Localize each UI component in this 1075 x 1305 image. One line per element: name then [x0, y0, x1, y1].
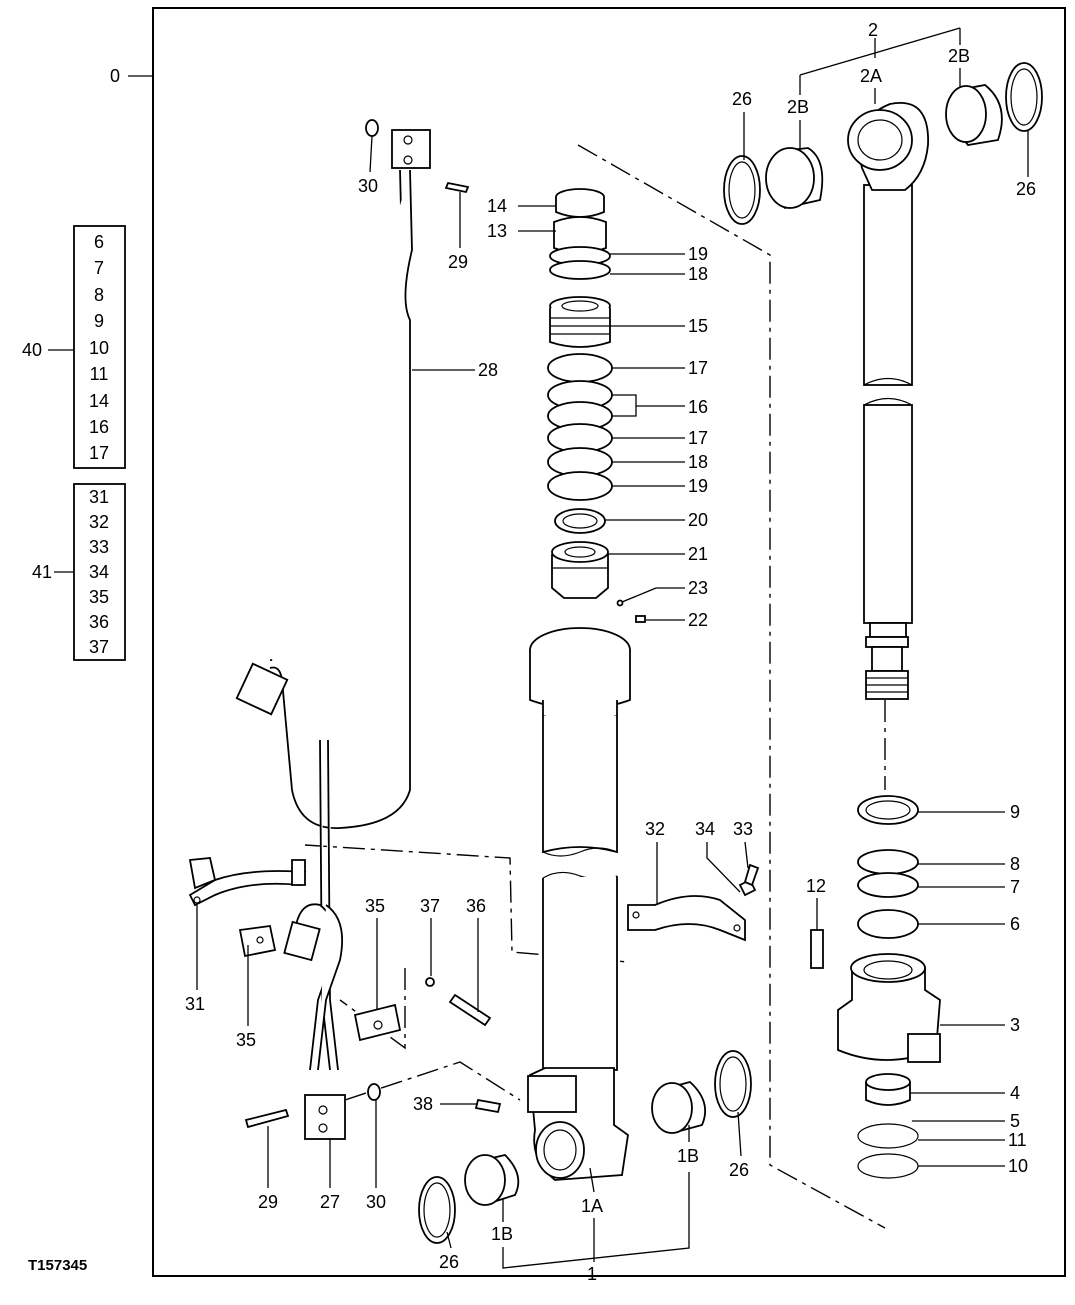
callout-23: 23: [688, 578, 708, 598]
kit-41-item: 37: [89, 637, 109, 657]
callout-33: 33: [733, 819, 753, 839]
kit-40-item: 6: [94, 232, 104, 252]
callout-35-left: 35: [236, 1030, 256, 1050]
assembly-line-rod: [577, 144, 886, 1229]
callout-17-bottom: 17: [688, 428, 708, 448]
barrel-bushing-right: [651, 1081, 706, 1134]
piston-stack: [547, 188, 646, 623]
callout-5: 5: [1010, 1111, 1020, 1131]
piston-rod: [847, 102, 929, 700]
callout-19-top: 19: [688, 244, 708, 264]
callout-31: 31: [185, 994, 205, 1014]
callout-30-bottom: 30: [366, 1192, 386, 1212]
callout-26-bottom: 26: [439, 1252, 459, 1272]
callout-11: 11: [1008, 1130, 1027, 1150]
callout-2: 2: [868, 20, 878, 40]
barrel-seal-ring-left: [418, 1176, 456, 1244]
kit-40-item: 10: [89, 338, 109, 358]
rod-seal-ring-left: [723, 155, 761, 225]
rod-seal-ring-right: [1005, 62, 1043, 132]
callout-30-top: 30: [358, 176, 378, 196]
kit-40-item: 17: [89, 443, 109, 463]
callout-1: 1: [587, 1264, 597, 1284]
kit-41-label: 41: [32, 562, 52, 582]
bolt-36: [425, 977, 492, 1027]
callout-13: 13: [487, 221, 507, 241]
kit-40-item: 16: [89, 417, 109, 437]
callout-2b-left: 2B: [787, 97, 809, 117]
figure-id: T157345: [28, 1257, 87, 1274]
callout-14: 14: [487, 196, 507, 216]
callout-17-top: 17: [688, 358, 708, 378]
callout-0: 0: [110, 66, 120, 86]
callout-16: 16: [688, 397, 708, 417]
fitting-38: [474, 1098, 502, 1114]
barrel-seal-ring-right: [714, 1050, 752, 1118]
callout-1a: 1A: [581, 1196, 603, 1216]
callout-26-top: 26: [732, 89, 752, 109]
callout-32-right: 32: [645, 819, 665, 839]
callout-4: 4: [1010, 1083, 1020, 1103]
kit-41-box: 41 31 32 33 34 35 36 37: [32, 483, 126, 661]
callout-28: 28: [478, 360, 498, 380]
kit-40-item: 9: [94, 311, 104, 331]
callout-2a: 2A: [860, 66, 882, 86]
callout-9: 9: [1010, 802, 1020, 822]
callout-36: 36: [466, 896, 486, 916]
callout-22: 22: [688, 610, 708, 630]
callout-2b-right: 2B: [948, 46, 970, 66]
barrel-bushing-left: [464, 1154, 520, 1206]
callout-15: 15: [688, 316, 708, 336]
kit-40-item: 8: [94, 285, 104, 305]
callout-6: 6: [1010, 914, 1020, 934]
callout-21: 21: [688, 544, 708, 564]
callout-7: 7: [1010, 877, 1020, 897]
kit-41-item: 31: [89, 487, 109, 507]
clamp-left: [188, 857, 402, 1042]
rod-bushing-left: [765, 147, 824, 210]
pipe-assembly: [235, 119, 470, 1140]
callout-1b-left: 1B: [491, 1224, 513, 1244]
callout-18-top: 18: [688, 264, 708, 284]
kit-41-item: 35: [89, 587, 109, 607]
kit-41-item: 32: [89, 512, 109, 532]
kit-41-item: 33: [89, 537, 109, 557]
callout-1b-right: 1B: [677, 1146, 699, 1166]
clamp-right: [627, 863, 760, 942]
kit-40-box: 40 6 7 8 9 10 11 14 16 17: [22, 225, 126, 469]
callout-27: 27: [320, 1192, 340, 1212]
diagram-frame: [152, 7, 1066, 1277]
callout-10: 10: [1008, 1156, 1028, 1176]
callout-19-bottom: 19: [688, 476, 708, 496]
callout-8: 8: [1010, 854, 1020, 874]
kit-40-item: 11: [90, 364, 109, 384]
head-gland: [810, 795, 941, 1179]
callout-12: 12: [806, 876, 826, 896]
callout-37: 37: [420, 896, 440, 916]
callout-26-mid: 26: [729, 1160, 749, 1180]
kit-40-item: 7: [94, 258, 104, 278]
assembly-line-port: [344, 1061, 521, 1101]
cylinder-barrel: [527, 627, 631, 1181]
callout-20: 20: [688, 510, 708, 530]
callout-3: 3: [1010, 1015, 1020, 1035]
kit-41-item: 36: [89, 612, 109, 632]
kit-40-item: 14: [89, 391, 109, 411]
callout-29-top: 29: [448, 252, 468, 272]
kit-40-label: 40: [22, 340, 42, 360]
kit-41-item: 34: [89, 562, 109, 582]
callout-18-bottom: 18: [688, 452, 708, 472]
callout-26-topright: 26: [1016, 179, 1036, 199]
callout-29-bottom: 29: [258, 1192, 278, 1212]
rod-bushing-right: [945, 84, 1003, 146]
callout-34: 34: [695, 819, 715, 839]
callout-35-mid: 35: [365, 896, 385, 916]
callout-38: 38: [413, 1094, 433, 1114]
